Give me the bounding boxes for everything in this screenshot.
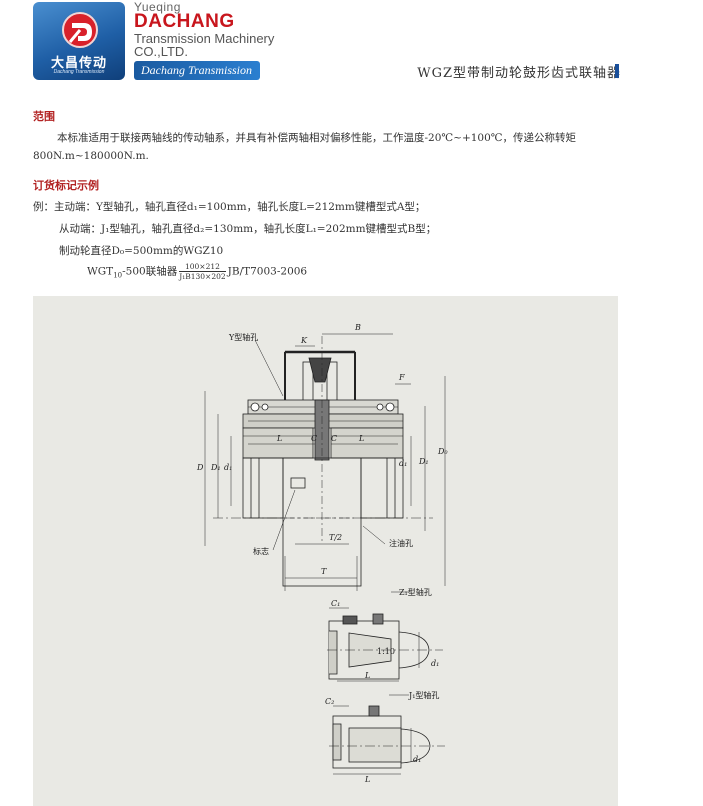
order-heading: 订货标记示例 xyxy=(33,179,99,192)
label-l-j1: L xyxy=(364,775,370,784)
label-c-right: C xyxy=(331,434,337,443)
brand-location: Yueqing xyxy=(134,0,181,14)
label-D1: D₁ xyxy=(418,457,429,466)
label-l-right: L xyxy=(358,434,364,443)
label-d1-left: d₁ xyxy=(224,463,232,472)
label-d1-z1: d₁ xyxy=(431,659,439,668)
label-D0: D₀ xyxy=(437,447,448,456)
logo-emblem-icon xyxy=(62,12,98,48)
label-d4: D₁ xyxy=(210,463,221,472)
order-line3: 制动轮直径D₀=500mm的WGZ10 xyxy=(59,245,224,257)
label-oil-hole: 注油孔 xyxy=(389,538,413,548)
brand-bar: Dachang Transmission xyxy=(134,61,260,80)
label-y-hole: Y型轴孔 xyxy=(228,332,258,342)
brand-name: DACHANG xyxy=(134,11,235,32)
brand-subtitle: Transmission Machinery xyxy=(134,31,275,46)
label-c2: C₂ xyxy=(325,697,334,706)
logo-english-name: Dachang Transmission xyxy=(53,69,105,75)
technical-drawing-panel: Y型轴孔 K B F L L C C D D₁ d₁ d₁ D₁ D₀ 标志 T… xyxy=(33,296,618,806)
scope-text-line1: 本标准适用于联接两轴线的传动轴系，并具有补偿两轴相对偏移性能，工作温度-20℃~… xyxy=(57,132,577,144)
scope-text-line2: 800N.m~180000N.m. xyxy=(33,150,149,162)
label-k: K xyxy=(300,336,308,345)
formula-prefix: WGT xyxy=(87,265,114,278)
label-d1-j1: d₁ xyxy=(413,755,421,764)
page-title: WGZ型带制动轮鼓形齿式联轴器 xyxy=(417,66,621,81)
title-marker xyxy=(615,64,619,78)
formula-suffix: JB/T7003-2006 xyxy=(227,265,308,278)
coupling-drawing: Y型轴孔 K B F L L C C D D₁ d₁ d₁ D₁ D₀ 标志 T… xyxy=(196,323,448,784)
label-d1-right: d₁ xyxy=(399,459,407,468)
fraction-top: 100×212 xyxy=(179,262,226,272)
company-logo: 大昌传动 Dachang Transmission xyxy=(33,2,125,80)
scope-heading: 范围 xyxy=(33,110,55,123)
label-j1-hole: J₁型轴孔 xyxy=(408,690,439,700)
label-z1-hole: Z₁型轴孔 xyxy=(399,587,432,597)
label-l-left: L xyxy=(276,434,282,443)
formula-mid: -500联轴器 xyxy=(122,265,178,278)
fraction-bottom: J₁B130×202 xyxy=(179,272,226,281)
label-t2: T/2 xyxy=(329,533,342,542)
label-c1: C₁ xyxy=(331,599,340,608)
order-line2: 从动端：J₁型轴孔，轴孔直径d₂=130mm，轴孔长度L₁=202mm键槽型式B… xyxy=(59,223,437,235)
label-b: B xyxy=(354,323,361,332)
label-l-z1: L xyxy=(364,671,370,680)
formula-sub: 10 xyxy=(113,271,123,280)
label-c-left: C xyxy=(311,434,317,443)
label-t: T xyxy=(321,567,327,576)
logo-chinese-name: 大昌传动 xyxy=(50,56,107,71)
label-taper: 1:10 xyxy=(377,647,395,656)
label-mark: 标志 xyxy=(253,546,269,556)
order-line1: 例：主动端：Y型轴孔，轴孔直径d₁=100mm，轴孔长度L=212mm键槽型式A… xyxy=(33,201,426,213)
label-f: F xyxy=(398,373,405,382)
brand-company-suffix: CO.,LTD. xyxy=(134,44,188,59)
label-d: D xyxy=(196,463,204,472)
